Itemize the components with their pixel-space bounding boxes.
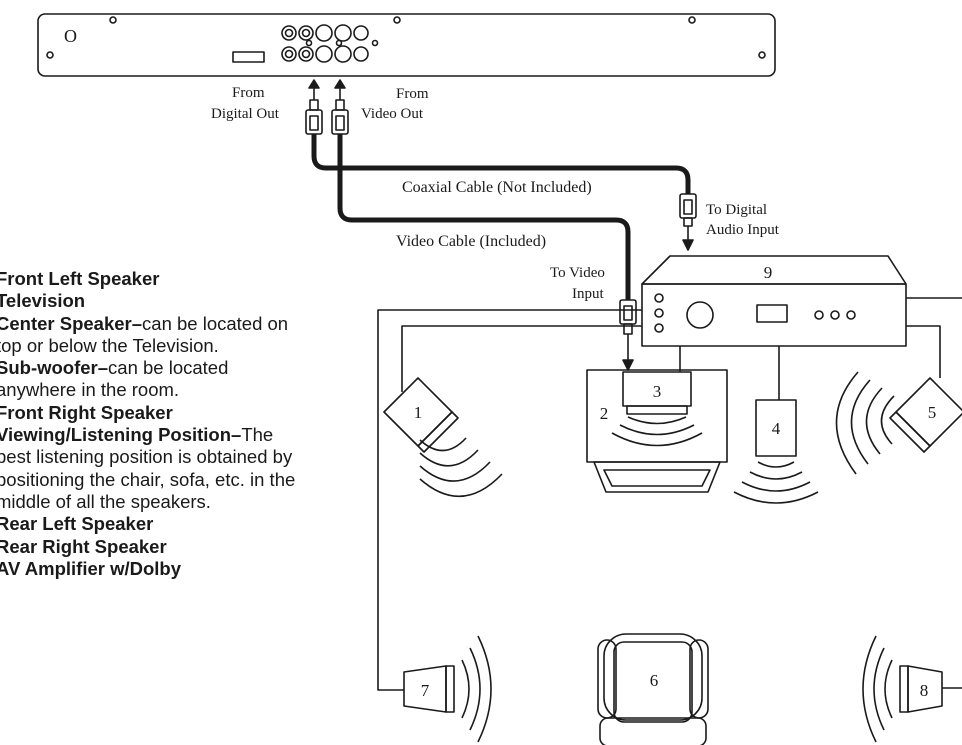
legend-item-6: Viewing/Listening Position–The best list… <box>0 424 296 512</box>
number-5: 5 <box>928 403 937 422</box>
legend-item-3: Center Speaker–can be located on top or … <box>0 312 289 356</box>
number-3: 3 <box>653 382 662 401</box>
number-1: 1 <box>414 403 423 422</box>
legend-item-7: Rear Left Speaker <box>0 513 154 535</box>
center-speaker <box>611 371 703 447</box>
subwoofer <box>733 399 819 504</box>
legend-item-9: AV Amplifier w/Dolby <box>0 557 182 579</box>
rca-plug-digital <box>305 99 323 135</box>
legend-item-4: Sub-woofer–can be located anywhere in th… <box>0 357 229 401</box>
listening-chair <box>597 633 709 745</box>
number-4: 4 <box>772 419 781 438</box>
number-6: 6 <box>650 671 659 690</box>
video-cable <box>337 134 631 300</box>
number-8: 8 <box>920 681 929 700</box>
video-cable-label: Video Cable (Included) <box>396 233 546 250</box>
legend-item-8: Rear Right Speaker <box>0 535 167 557</box>
from-digital-label-1: From <box>232 85 265 101</box>
number-7: 7 <box>421 681 430 700</box>
speaker-front-right <box>835 371 962 475</box>
number-2: 2 <box>600 404 609 423</box>
legend-list: Front Left Speaker Television Center Spe… <box>0 268 306 580</box>
coaxial-cable-label: Coaxial Cable (Not Included) <box>402 179 592 196</box>
number-9: 9 <box>764 263 773 282</box>
to-video-label-1: To Video <box>550 265 605 281</box>
av-amplifier <box>641 255 907 347</box>
from-video-label-1: From <box>396 86 429 102</box>
from-digital-label-2: Digital Out <box>211 106 280 122</box>
dvd-player <box>37 13 776 77</box>
speaker-front-left <box>383 377 503 498</box>
rca-plug-digital-input <box>679 193 697 251</box>
speaker-rear-left <box>403 635 492 743</box>
from-arrows <box>308 79 346 100</box>
speaker-wires <box>377 297 962 691</box>
rca-plug-video-input <box>619 299 637 371</box>
to-video-label-2: Input <box>572 286 604 302</box>
television <box>586 369 728 493</box>
from-video-label-2: Video Out <box>361 106 424 122</box>
legend-item-5: Front Right Speaker <box>0 401 173 423</box>
player-o-label: O <box>64 26 77 46</box>
legend-item-2: Television <box>0 290 86 312</box>
speaker-rear-right <box>862 635 943 743</box>
coaxial-cable <box>311 134 691 194</box>
to-digital-label-1: To Digital <box>706 202 767 218</box>
legend-item-1: Front Left Speaker <box>0 268 160 289</box>
to-digital-label-2: Audio Input <box>706 222 780 238</box>
rca-plug-video <box>331 99 349 135</box>
